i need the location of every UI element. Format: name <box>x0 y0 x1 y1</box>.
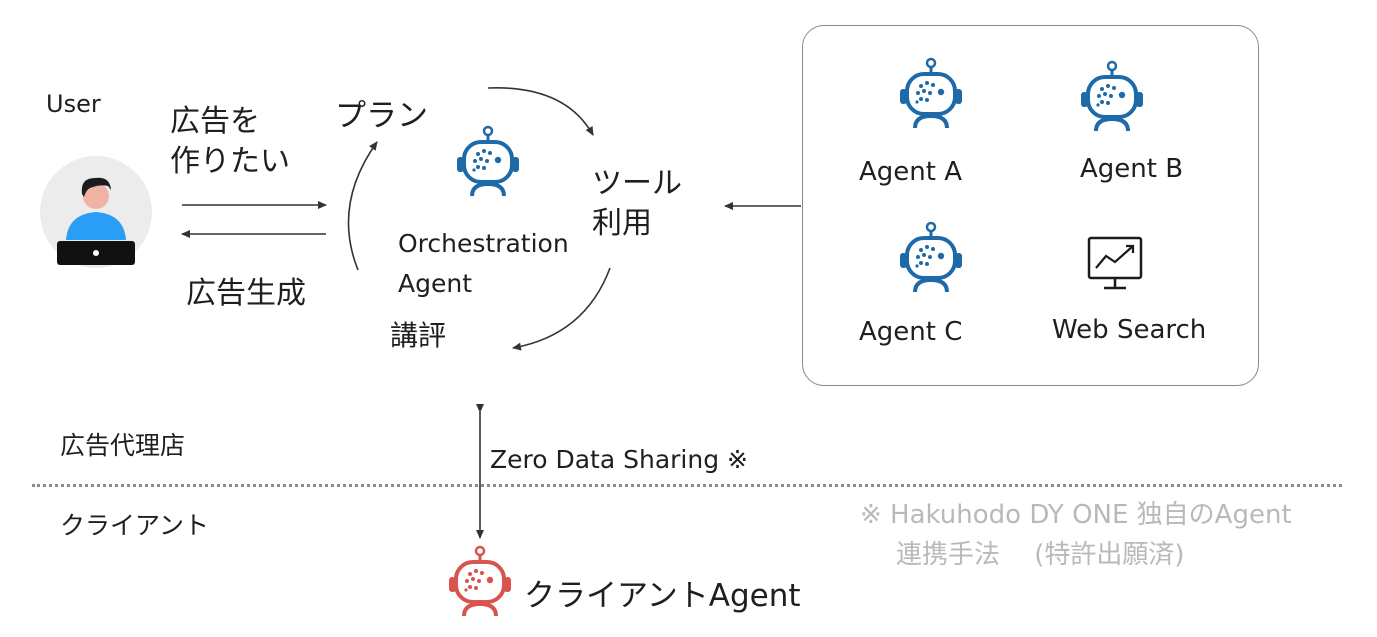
user-label: User <box>46 90 101 118</box>
web-search-label: Web Search <box>1052 315 1207 345</box>
tool-use-label: ツール 利用 <box>592 166 682 241</box>
web-search-icon <box>1087 236 1143 290</box>
generation-label: 広告生成 <box>186 276 306 311</box>
orchestration-agent-icon <box>455 125 521 198</box>
patent-note-line1: ※ Hakuhodo DY ONE 独自のAgent <box>860 500 1292 530</box>
client-label: クライアント <box>60 511 210 540</box>
orchestration-agent-label: Orchestration Agent <box>398 229 569 298</box>
agent-b-icon <box>1079 60 1145 133</box>
agent-b-label: Agent B <box>1080 154 1184 184</box>
agent-a-icon <box>898 57 964 130</box>
cycle-arrow-tool-to-review <box>512 267 611 351</box>
client-agent-label: クライアントAgent <box>524 578 801 614</box>
cycle-arrow-plan-to-tool <box>487 87 594 136</box>
agent-c-label: Agent C <box>859 317 963 347</box>
request-label: 広告を 作りたい <box>170 104 290 179</box>
tools-panel <box>802 25 1259 386</box>
agency-label: 広告代理店 <box>60 431 186 460</box>
patent-note-line2: 連携手法 (特許出願済) <box>896 540 1185 570</box>
agent-a-label: Agent A <box>859 157 963 187</box>
cycle-arrow-review-to-plan <box>347 141 378 271</box>
user-avatar <box>40 156 152 268</box>
zero-data-sharing-label: Zero Data Sharing ※ <box>490 445 748 474</box>
review-label: 講評 <box>390 319 447 352</box>
client-agent-icon <box>447 545 513 618</box>
plan-label: プラン <box>335 98 428 134</box>
agent-c-icon <box>898 221 964 294</box>
boundary-divider <box>32 484 1342 487</box>
